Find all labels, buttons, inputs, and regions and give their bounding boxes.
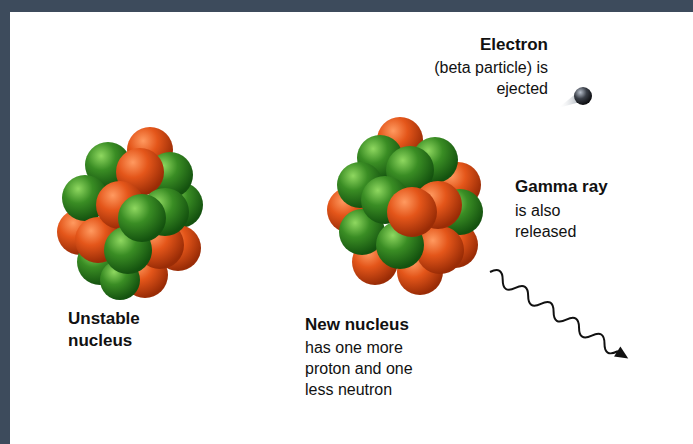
electron-particle	[558, 87, 592, 108]
unstable-nucleus	[57, 127, 203, 300]
particle-name: Electron	[388, 34, 548, 56]
particle-note: (beta particle) is ejected	[430, 57, 548, 99]
arrowhead	[614, 346, 631, 363]
new-nucleus	[327, 117, 483, 295]
nucleus-name: Unstable nucleus	[68, 308, 178, 352]
ray-name: Gamma ray	[515, 176, 675, 198]
electron-dot	[574, 87, 592, 105]
nucleus-note: has one more proton and one less neutron	[305, 337, 437, 400]
ray-note: is also released	[515, 200, 610, 242]
wave-line	[487, 267, 622, 358]
nucleus-name: New nucleus	[305, 314, 505, 336]
gamma-wave	[487, 267, 632, 364]
